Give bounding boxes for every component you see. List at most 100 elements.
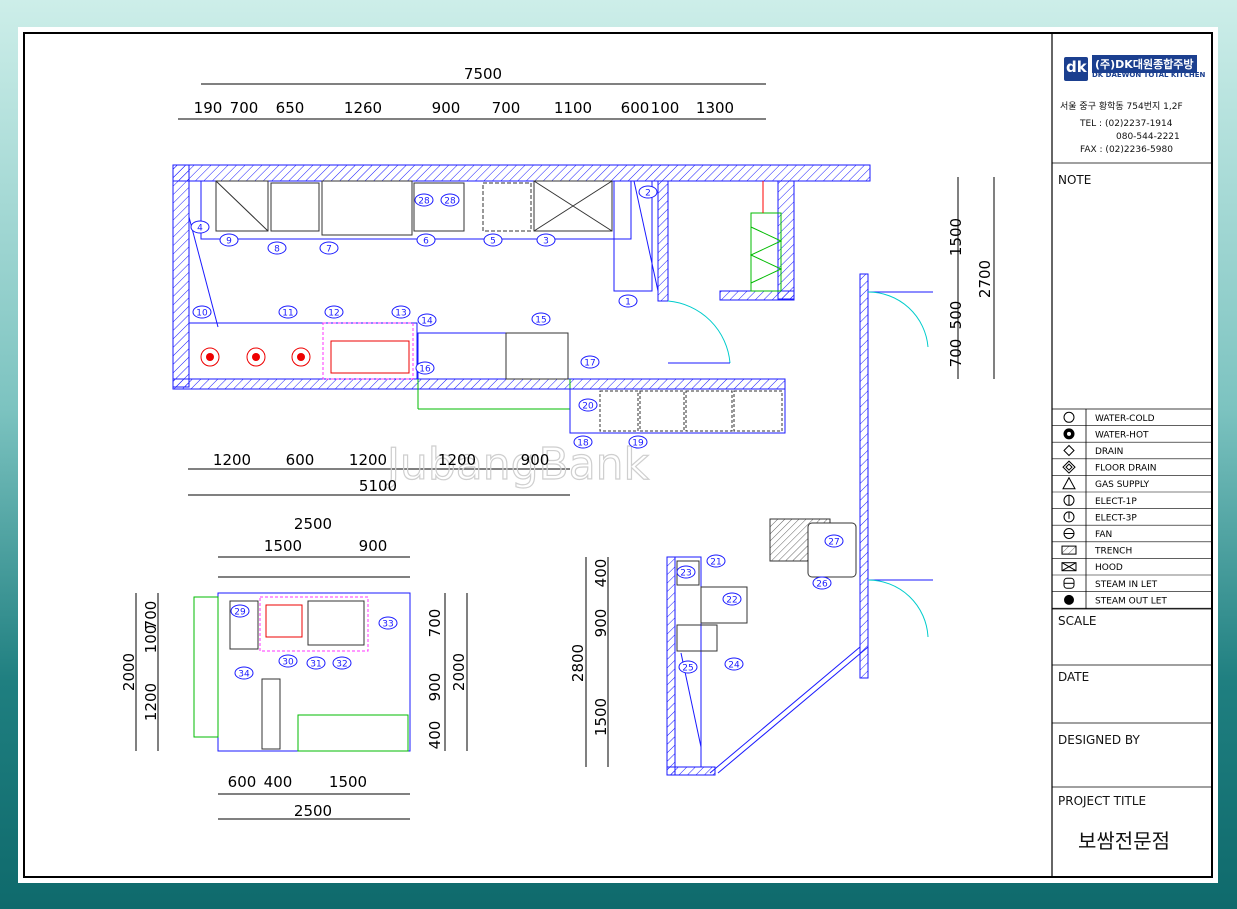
equipment-tag: 3: [536, 233, 556, 247]
dimension-text: 1300: [696, 99, 734, 117]
wall-top: [172, 164, 871, 182]
dimension-text: 700: [947, 339, 965, 368]
equipment-tag: 4: [190, 220, 210, 234]
dimension-text: 600: [228, 773, 257, 791]
dimension-text: 1200: [438, 451, 476, 469]
equip-8: [270, 182, 320, 232]
dimension-text: 1500: [264, 537, 302, 555]
wall-partition: [657, 180, 669, 302]
equipment-number: 29: [234, 608, 246, 618]
equipment-tag: 10: [192, 305, 212, 319]
top-counter: [200, 180, 632, 240]
equipment-number: 14: [421, 317, 433, 327]
equipment-tag: 23: [676, 565, 696, 579]
legend-label: GAS SUPPLY: [1095, 480, 1150, 490]
equipment-number: 28: [444, 197, 456, 207]
legend-label: STEAM IN LET: [1095, 580, 1158, 590]
equip-6: [413, 182, 465, 232]
equipment-tag: 13: [391, 305, 411, 319]
project-name: 보쌈전문점: [1078, 829, 1170, 853]
dimension-text: 2000: [450, 653, 468, 691]
door-swing: [667, 300, 731, 364]
legend-label: FAN: [1095, 530, 1112, 540]
trench-icon: [1061, 545, 1077, 555]
date-label: DATE: [1058, 670, 1090, 684]
dimension-text: 700: [230, 99, 259, 117]
equipment-tag: 2: [638, 185, 658, 199]
gas-supply-icon: [1062, 476, 1076, 490]
equipment-number: 19: [632, 439, 644, 449]
equipment-tag: 32: [332, 656, 352, 670]
scale-label: SCALE: [1058, 614, 1097, 628]
equip-3-sink: [533, 180, 613, 232]
dimension-text: 2500: [294, 515, 332, 533]
dimension-text: 900: [521, 451, 550, 469]
equipment-tag: 31: [306, 656, 326, 670]
dimension-text: 100: [651, 99, 680, 117]
dimension-text: 400: [426, 721, 444, 750]
floor-drain-icon: [1062, 460, 1076, 474]
dimension-text: 1200: [349, 451, 387, 469]
equipment-number: 5: [490, 237, 496, 247]
wall-bottom: [172, 378, 786, 390]
equipment-tag: 1: [618, 294, 638, 308]
equipment-number: 8: [274, 245, 280, 255]
equip-15: [505, 332, 569, 380]
equipment-number: 2: [645, 189, 651, 199]
equipment-number: 20: [582, 402, 594, 412]
dimension-text: 900: [426, 673, 444, 702]
equipment-number: 6: [423, 237, 429, 247]
hood-icon: [1061, 562, 1077, 572]
dimension-text: 1100: [554, 99, 592, 117]
steam-inlet-icon: [1063, 577, 1075, 589]
equipment-number: 4: [197, 224, 203, 234]
company-tel2: 080-544-2221: [1116, 132, 1180, 142]
corridor-plan: [709, 273, 933, 774]
company-fax: FAX : (02)2236-5980: [1080, 145, 1173, 155]
equipment-tag: 8: [267, 241, 287, 255]
equipment-tag: 21: [706, 554, 726, 568]
dimension-text: 650: [276, 99, 305, 117]
equipment-number: 31: [310, 660, 321, 670]
dimension-lines: [135, 83, 995, 820]
equip-30-32: [259, 596, 369, 652]
dimension-text: 5100: [359, 477, 397, 495]
equipment-number: 30: [282, 658, 294, 668]
equip-34: [261, 678, 281, 750]
dimension-text: 2500: [294, 802, 332, 820]
equipment-number: 23: [680, 569, 691, 579]
dimension-text: 1500: [592, 698, 610, 736]
dimension-text: 900: [432, 99, 461, 117]
green-rack: [750, 212, 782, 292]
legend-label: ELECT-3P: [1095, 513, 1137, 523]
elect-3p-icon: [1063, 511, 1075, 523]
equipment-number: 1: [625, 298, 631, 308]
equipment-tag: 11: [278, 305, 298, 319]
equipment-number: 25: [682, 664, 693, 674]
drain-icon: [1063, 444, 1075, 457]
dimension-text: 100: [142, 625, 160, 654]
company-tel: TEL : (02)2237-1914: [1080, 119, 1173, 129]
legend-label: STEAM OUT LET: [1095, 596, 1167, 606]
equip-5: [482, 182, 532, 232]
wall-right: [777, 180, 795, 300]
equipment-tag: 17: [580, 355, 600, 369]
legend-label: HOOD: [1095, 563, 1123, 573]
equipment-number: 34: [238, 670, 250, 680]
equipment-number: 15: [535, 316, 546, 326]
equipment-tag: 22: [722, 592, 742, 606]
floor-plan-drawing: JubangBank WATER-COLDWATER-HOTDRAINFLOOR…: [23, 32, 1213, 878]
elect-1p-icon: [1063, 494, 1075, 506]
title-block-dividers: [1052, 162, 1212, 788]
dimension-text: 700: [426, 609, 444, 638]
equipment-number: 7: [326, 245, 332, 255]
equipment-number: 33: [382, 620, 393, 630]
equipment-tag: 15: [531, 312, 551, 326]
equipment-number: 13: [395, 309, 406, 319]
steam-outlet-icon: [1064, 594, 1074, 605]
water-cold-icon: [1063, 411, 1075, 423]
equip-26: [807, 522, 857, 578]
equipment-number: 3: [543, 237, 549, 247]
